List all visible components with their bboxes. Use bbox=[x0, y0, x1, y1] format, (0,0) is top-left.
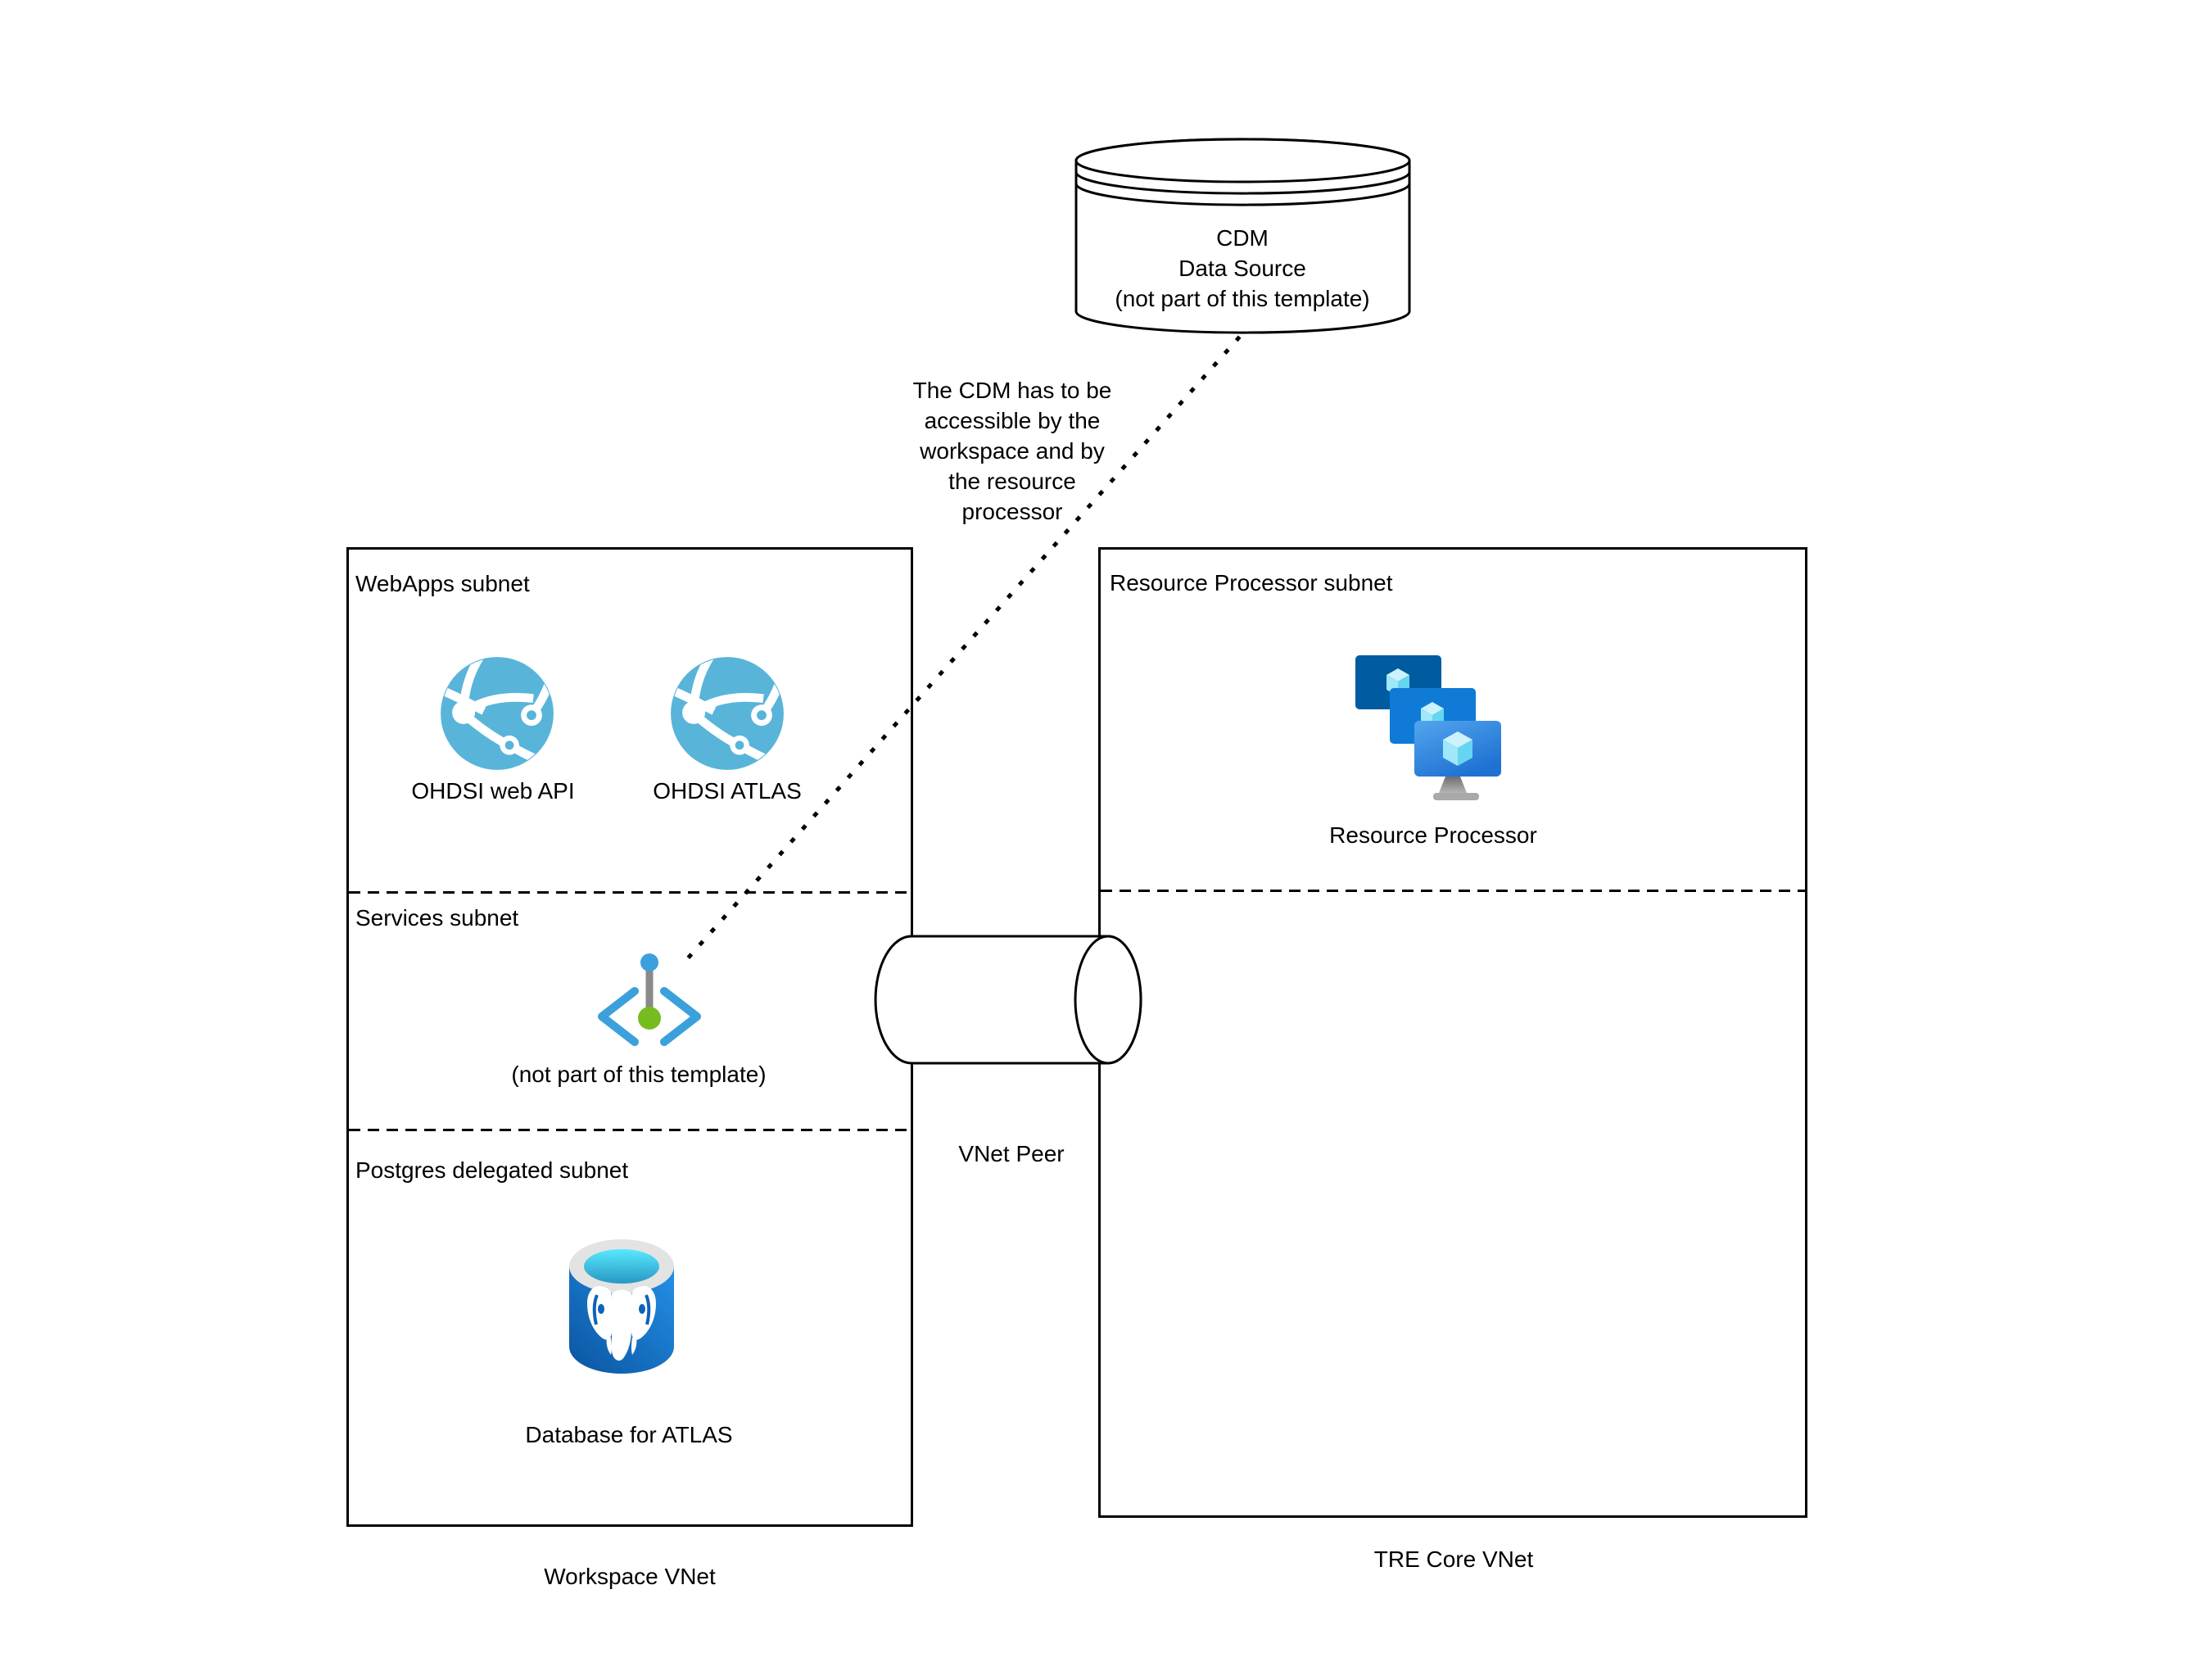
cdm-label-line3: (not part of this template) bbox=[1115, 286, 1370, 311]
cube-icon bbox=[1443, 731, 1472, 766]
vnet-peer-label: VNet Peer bbox=[958, 1141, 1065, 1166]
webapps-services-divider bbox=[349, 891, 911, 894]
cdm-access-note: The CDM has to be accessible by the work… bbox=[912, 378, 1112, 524]
right-angle-bracket-icon bbox=[660, 987, 701, 1046]
api-top-node-icon bbox=[640, 953, 658, 971]
database-for-atlas-label: Database for ATLAS bbox=[525, 1422, 733, 1447]
tre-core-vnet-label: TRE Core VNet bbox=[1373, 1546, 1534, 1572]
cdm-label-line1: CDM bbox=[1216, 225, 1269, 251]
cdm-label-line2: Data Source bbox=[1178, 256, 1306, 281]
postgresql-database-icon bbox=[569, 1239, 674, 1374]
services-postgres-divider bbox=[349, 1129, 911, 1131]
resource-processor-divider bbox=[1101, 890, 1806, 892]
webapi-label: OHDSI web API bbox=[411, 778, 575, 804]
api-green-node-icon bbox=[638, 1007, 661, 1030]
api-not-part-label: (not part of this template) bbox=[511, 1062, 767, 1087]
webapi-app-service-globe-icon bbox=[440, 656, 554, 771]
atlas-label: OHDSI ATLAS bbox=[653, 778, 802, 804]
left-angle-bracket-icon bbox=[598, 987, 639, 1046]
monitor-stand-icon bbox=[1439, 777, 1467, 793]
workspace-vnet-label: Workspace VNet bbox=[544, 1564, 716, 1589]
resource-processor-subnet-label: Resource Processor subnet bbox=[1110, 570, 1393, 595]
atlas-app-service-globe-icon bbox=[670, 656, 785, 771]
resource-processor-label: Resource Processor bbox=[1329, 822, 1537, 848]
cdm-label: CDM Data Source (not part of this templa… bbox=[1115, 223, 1369, 314]
services-subnet-label: Services subnet bbox=[355, 905, 519, 931]
webapps-subnet-label: WebApps subnet bbox=[355, 571, 530, 596]
api-code-icon bbox=[598, 953, 701, 1046]
postgres-subnet-label: Postgres delegated subnet bbox=[355, 1157, 629, 1183]
vm-scale-set-icon bbox=[1355, 655, 1501, 800]
postgres-elephant-icon bbox=[587, 1286, 656, 1361]
